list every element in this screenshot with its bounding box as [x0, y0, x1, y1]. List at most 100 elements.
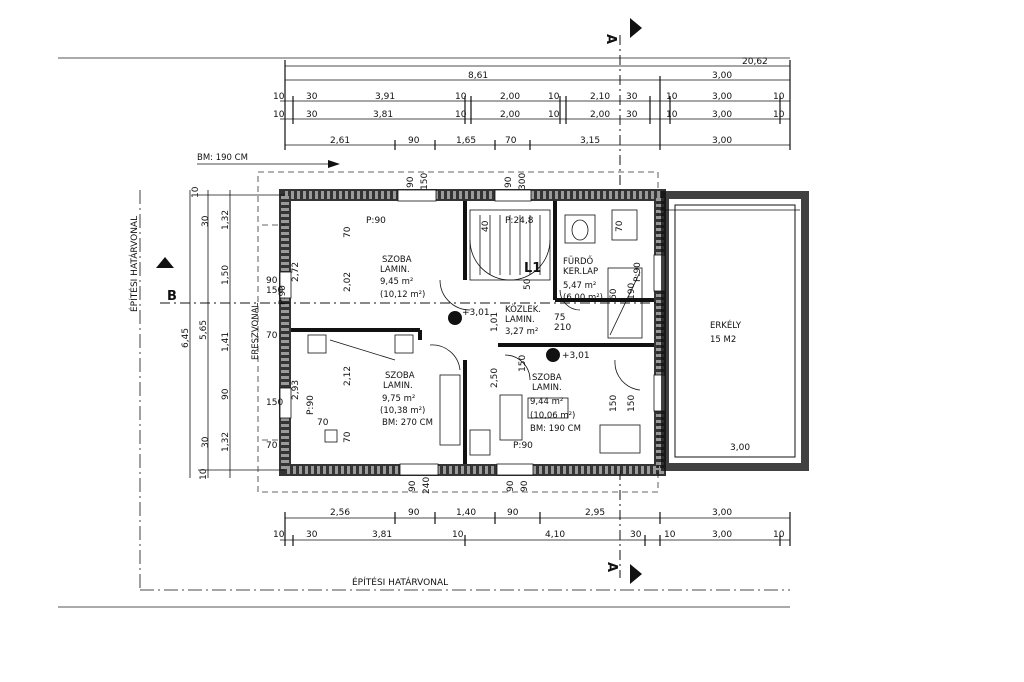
- room-szoba1-floor: LAMIN.: [380, 265, 410, 275]
- small-label-14: 75: [554, 313, 565, 323]
- dim-bot-r2-0: 10: [273, 530, 285, 540]
- small-label-11: 70: [615, 220, 625, 232]
- dim-left-seg-2: 1,50: [221, 265, 231, 285]
- small-labels: P:90 P:90 P:90 P:90 P:90 P:24,8 90 150 9…: [266, 173, 750, 494]
- dim-bot-r2-3: 10: [452, 530, 464, 540]
- small-label-7: 150: [420, 173, 430, 190]
- dim-top-r3-7: 30: [626, 110, 638, 120]
- section-a-top-marker: A: [603, 18, 642, 195]
- small-label-34: 3,00: [730, 443, 750, 453]
- left-dimension-lines: [189, 190, 285, 478]
- dim-top-r3-2: 3,81: [373, 110, 393, 120]
- room-szoba-2: SZOBA LAMIN. 9,75 m² (10,38 m²) BM: 270 …: [380, 371, 433, 428]
- left-dimension-texts: 6,45 5,65 30 1,32 1,50 1,41 90 1,32 30 1…: [181, 186, 353, 480]
- small-label-2: P:90: [306, 395, 316, 415]
- dim-bot-r2-8: 10: [773, 530, 785, 540]
- room-szoba3-area2: (10,06 m²): [530, 411, 575, 421]
- level-mark-0: +3,01: [462, 308, 490, 318]
- dim-top-r3-3: 10: [455, 110, 467, 120]
- small-label-23: 50: [523, 278, 533, 290]
- section-a-bottom-label: A: [604, 562, 619, 572]
- dim-top-r2-7: 30: [626, 92, 638, 102]
- border-left-label: ÉPÍTÉSI HATÁRVONAL: [128, 216, 140, 312]
- small-label-21: 150: [518, 355, 528, 372]
- section-b-marker: B: [156, 257, 660, 304]
- bottom-dimension-lines: [280, 512, 791, 546]
- room-furdo: FÜRDŐ KER.LAP 5,47 m² (6,00 m²): [563, 256, 603, 303]
- dim-left-end-1: 10: [199, 468, 209, 480]
- dim-top-r3-1: 30: [306, 110, 318, 120]
- furniture: [307, 334, 641, 456]
- level-markers: +3,01 +3,01: [448, 308, 590, 362]
- dim-left-seg-3: 1,41: [221, 332, 231, 352]
- room-szoba2-area: 9,75 m²: [382, 394, 415, 404]
- small-label-27: 90: [408, 480, 418, 492]
- dim-top-r3-5: 10: [548, 110, 560, 120]
- room-erkely-area: 15 M2: [710, 335, 736, 345]
- dim-top-r2-9: 3,00: [712, 92, 732, 102]
- dim-bot-r2-2: 3,81: [372, 530, 392, 540]
- small-label-32: 70: [317, 418, 329, 428]
- small-label-6: 90: [406, 176, 416, 188]
- dim-bot-r1-2: 1,40: [456, 508, 476, 518]
- dim-top-r4-5: 3,00: [712, 136, 732, 146]
- dim-top-r2-8: 10: [666, 92, 678, 102]
- dim-inner-1: 2,02: [343, 272, 353, 292]
- small-label-10: 70: [343, 226, 353, 238]
- dim-bot-r1-3: 90: [507, 508, 519, 518]
- dim-top-r4-2: 1,65: [456, 136, 476, 146]
- dim-total: 20,62: [742, 57, 768, 67]
- bathroom-fixtures: [564, 209, 643, 339]
- dim-top-r4-1: 90: [408, 136, 420, 146]
- room-szoba2-floor: LAMIN.: [383, 381, 413, 391]
- section-a-top-label: A: [603, 34, 618, 44]
- stair-label: L1: [524, 261, 541, 276]
- room-szoba1-area2: (10,12 m²): [380, 290, 425, 300]
- small-label-1: P:90: [278, 285, 288, 305]
- dim-top-r2-10: 10: [773, 92, 785, 102]
- small-label-3: P:90: [513, 441, 533, 451]
- dim-bot-r1-0: 2,56: [330, 508, 350, 518]
- small-label-17: 150: [266, 286, 283, 296]
- room-szoba3-area: 9,44 m²: [530, 397, 563, 407]
- dim-bot-r2-5: 30: [630, 530, 642, 540]
- small-label-8: 90: [504, 176, 514, 188]
- dim-top-r4-4: 3,15: [580, 136, 600, 146]
- small-label-13: 40: [481, 220, 491, 232]
- room-szoba-1: SZOBA LAMIN. 9,45 m² (10,12 m²): [380, 255, 425, 300]
- bm-top-label: BM: 190 CM: [197, 153, 248, 163]
- dim-left-seg-0: 30: [201, 215, 211, 227]
- room-kozlek-floor: LAMIN.: [505, 315, 535, 325]
- bottom-dimension-texts: 2,56 90 1,40 90 2,95 3,00 10 30 3,81 10 …: [273, 508, 785, 540]
- dim-inner-2: 2,12: [343, 366, 353, 386]
- dim-top-r3-6: 2,00: [590, 110, 610, 120]
- dim-left-seg-5: 1,32: [221, 432, 231, 452]
- dim-left-seg-4: 90: [221, 388, 231, 400]
- dim-top-r2-5: 10: [548, 92, 560, 102]
- room-furdo-floor: KER.LAP: [563, 267, 598, 277]
- dim-top-r2-4: 2,00: [500, 92, 520, 102]
- border-line-bottom: ÉPÍTÉSI HATÁRVONAL: [140, 576, 790, 591]
- small-label-20: 150: [266, 398, 283, 408]
- dim-top-r2-3: 10: [455, 92, 467, 102]
- dim-top-r3-8: 10: [666, 110, 678, 120]
- small-label-15: 210: [554, 323, 571, 333]
- dim-top-r2-0: 10: [273, 92, 285, 102]
- small-label-26: 1,01: [490, 312, 500, 332]
- dim-top-r2-1: 30: [306, 92, 318, 102]
- top-dimension-texts: 20,62 8,61 3,00 10 30 3,91 10 2,00 10 2,…: [273, 57, 785, 146]
- dim-top-r3-10: 10: [773, 110, 785, 120]
- section-b-label: B: [167, 289, 177, 304]
- dim-bot-r2-7: 3,00: [712, 530, 732, 540]
- room-szoba2-name: SZOBA: [385, 371, 415, 381]
- room-szoba2-bm: BM: 270 CM: [382, 418, 433, 428]
- small-label-4: P:90: [633, 262, 643, 282]
- door-swings: [429, 279, 641, 391]
- exterior-walls: [279, 189, 666, 476]
- room-furdo-area: 5,47 m²: [563, 281, 596, 291]
- dim-top-r1-1: 3,00: [712, 71, 732, 81]
- dim-top-r2-2: 3,91: [375, 92, 395, 102]
- small-label-5: P:24,8: [505, 216, 534, 226]
- small-label-16: 90: [266, 276, 278, 286]
- section-a-bottom-marker: A: [604, 470, 642, 584]
